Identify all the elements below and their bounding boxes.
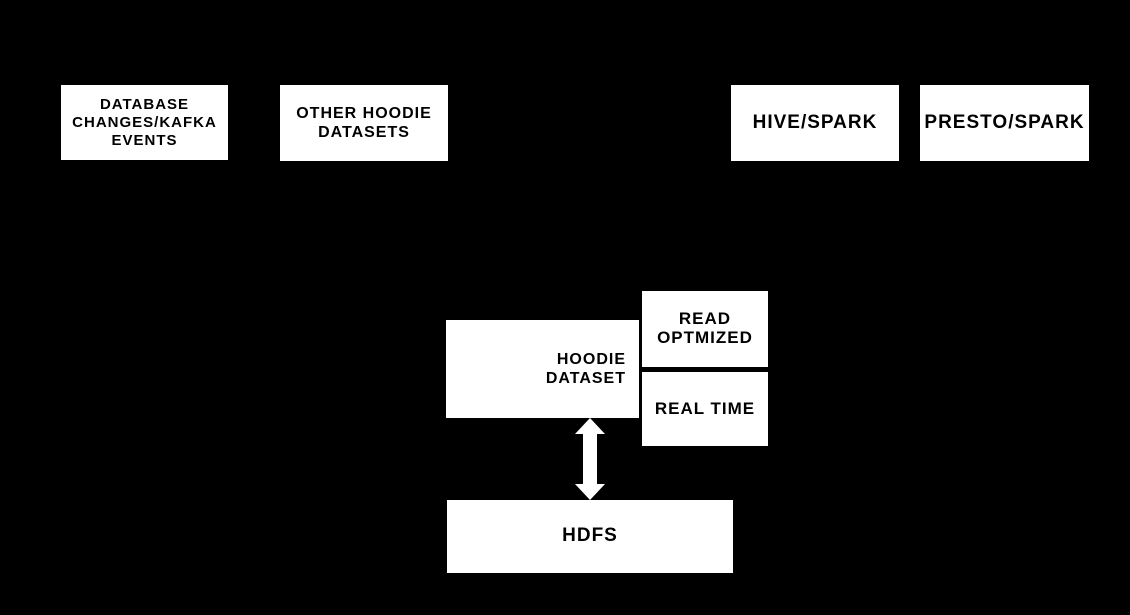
- node-label-line: OPTMIZED: [657, 328, 753, 347]
- node-label-line: DATASET: [545, 370, 626, 387]
- node-label: HIVE/SPARK: [752, 111, 878, 133]
- node-label-line: DATASETS: [318, 124, 410, 141]
- node-label-line: EVENTS: [111, 131, 178, 149]
- node-presto-spark: PRESTO/SPARK: [920, 85, 1089, 161]
- node-read-optimized-view: READ OPTMIZED: [642, 291, 768, 367]
- node-label: HDFS: [562, 525, 618, 547]
- node-label-line: DATABASE: [99, 95, 190, 113]
- bidirectional-arrow-icon: [575, 418, 605, 500]
- node-other-hoodie-datasets: OTHER HOODIE DATASETS: [280, 85, 448, 161]
- node-label-line: CHANGES/KAFKA: [72, 113, 217, 131]
- node-hdfs: HDFS: [447, 500, 733, 573]
- node-label-line: HOODIE: [556, 350, 626, 368]
- node-hive-spark: HIVE/SPARK: [731, 85, 899, 161]
- node-label: PRESTO/SPARK: [924, 111, 1085, 133]
- node-label: REAL TIME: [654, 398, 756, 418]
- node-database-changes-kafka-events: DATABASE CHANGES/KAFKA EVENTS: [61, 85, 228, 160]
- node-label-line: READ: [678, 309, 732, 329]
- node-hoodie-dataset: HOODIE DATASET: [446, 320, 639, 418]
- node-label-line: OTHER HOODIE: [296, 104, 432, 122]
- node-real-time-view: REAL TIME: [642, 372, 768, 446]
